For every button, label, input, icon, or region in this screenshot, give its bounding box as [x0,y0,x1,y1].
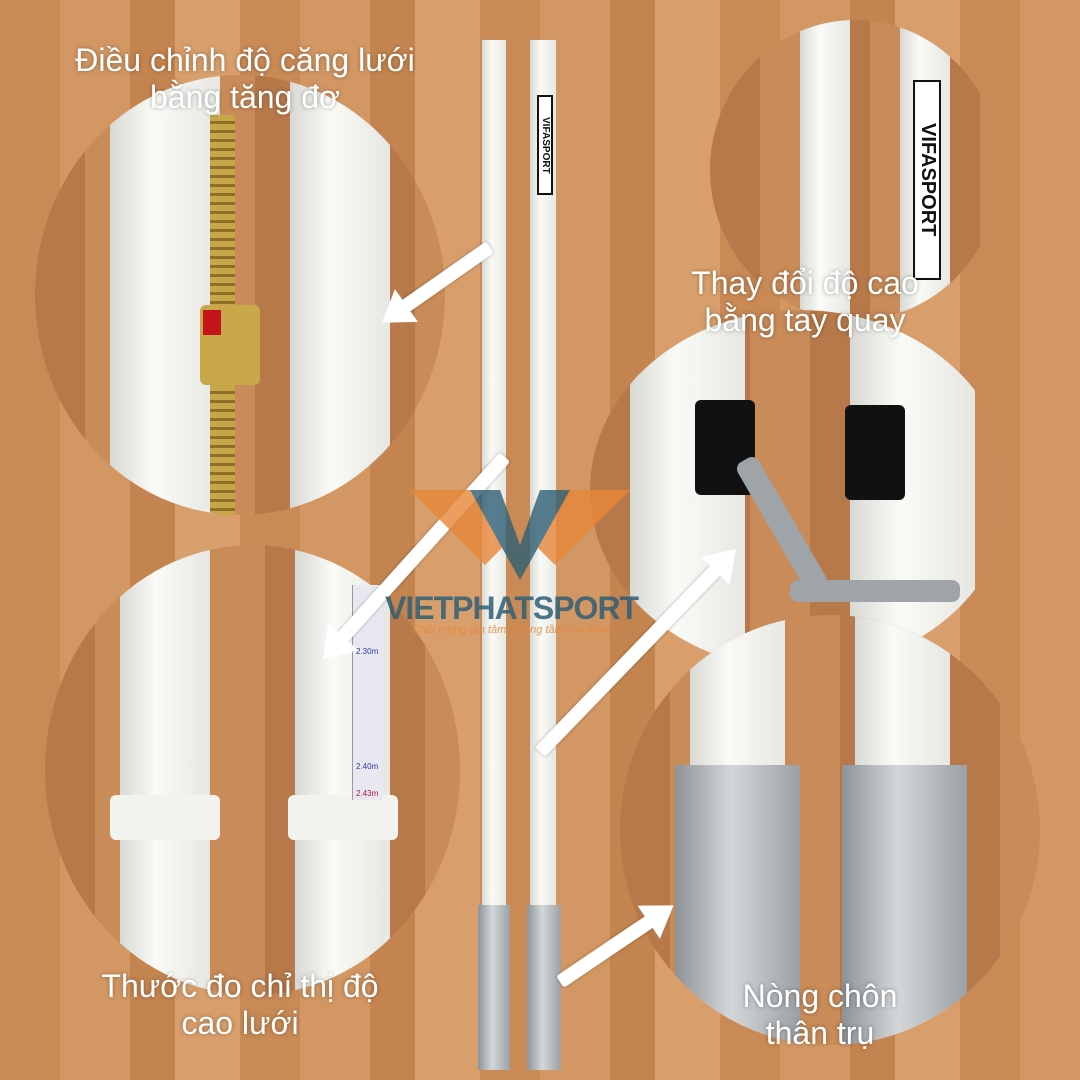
ruler-mark: 2.40m [356,762,379,771]
vifasport-logo: VIFASPORT [537,95,553,195]
arrow-icon [556,911,660,988]
watermark-name: VIETPHATSPORT [385,590,639,626]
sleeve-detail-photo [620,615,1040,1045]
pole-top-photo: VIFASPORT [710,20,1000,320]
ruler-caption: Thước đo chỉ thị độ cao lưới [101,968,379,1041]
vifasport-logo: VIFASPORT [913,80,941,280]
watermark-tagline: Chất lượng tận tâm - Nâng tầm sức khỏe [412,624,612,636]
sleeve-caption: Nòng chôn thân trụ [742,978,898,1051]
crank-detail-photo [590,310,1010,670]
ruler-mark: 2.30m [356,647,379,656]
height-crank-caption: Thay đổi độ cao bằng tay quay [691,265,919,338]
vietphatsport-logo-icon [410,490,630,580]
tension-caption: Điều chỉnh độ căng lưới bằng tăng đơ [75,42,415,115]
ruler-mark: 2.43m [356,789,379,798]
tension-detail-photo [35,75,445,515]
ruler-detail-photo [45,545,460,995]
